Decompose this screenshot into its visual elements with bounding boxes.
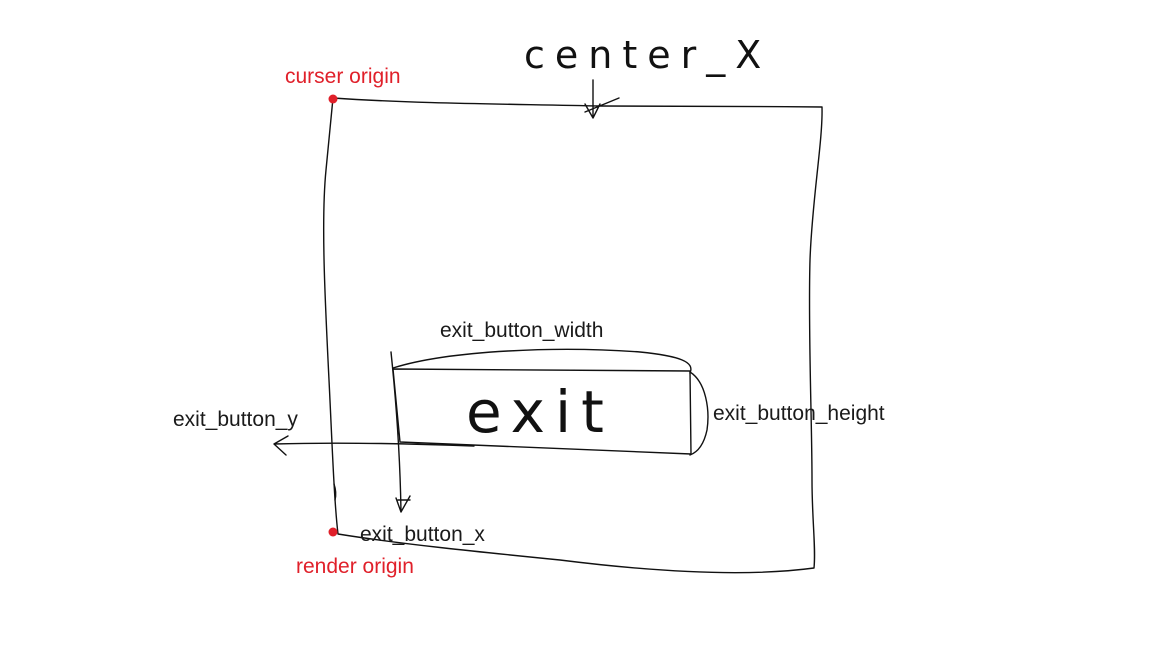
render-origin-label: render origin <box>296 555 414 578</box>
exit-button-text: exit <box>466 378 614 446</box>
exit-button-width-label: exit_button_width <box>440 319 603 342</box>
center-x-label: center_X <box>524 33 771 77</box>
curser-origin-dot <box>329 95 338 104</box>
exit-button-x-label: exit_button_x <box>360 523 485 546</box>
curser-origin-label: curser origin <box>285 65 401 88</box>
height-brace <box>690 372 708 455</box>
exit-button-height-label: exit_button_height <box>713 402 885 425</box>
center-x-arrow <box>585 80 619 118</box>
exit-button-y-label: exit_button_y <box>173 408 298 431</box>
exit-button-x-arrow <box>391 352 410 512</box>
render-origin-dot <box>329 528 338 537</box>
exit-button-y-arrow <box>274 436 474 455</box>
